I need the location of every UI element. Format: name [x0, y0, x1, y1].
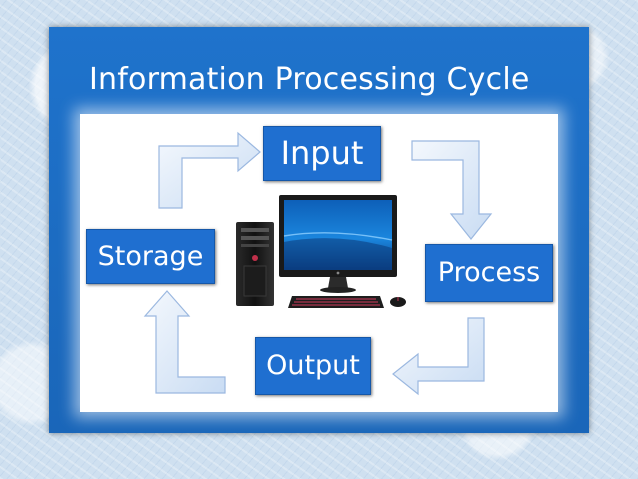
- computer-mouse: [390, 297, 406, 307]
- slide-title: Information Processing Cycle: [89, 62, 530, 97]
- process-node-label: Process: [437, 257, 541, 288]
- input-node-label: Input: [280, 134, 364, 172]
- output-node: Output: [255, 337, 371, 395]
- output-node-label: Output: [266, 350, 360, 381]
- storage-node-label: Storage: [97, 241, 204, 272]
- desktop-computer-icon: [236, 195, 406, 308]
- process-node: Process: [425, 244, 553, 302]
- input-node: Input: [263, 126, 381, 181]
- storage-node: Storage: [86, 229, 215, 284]
